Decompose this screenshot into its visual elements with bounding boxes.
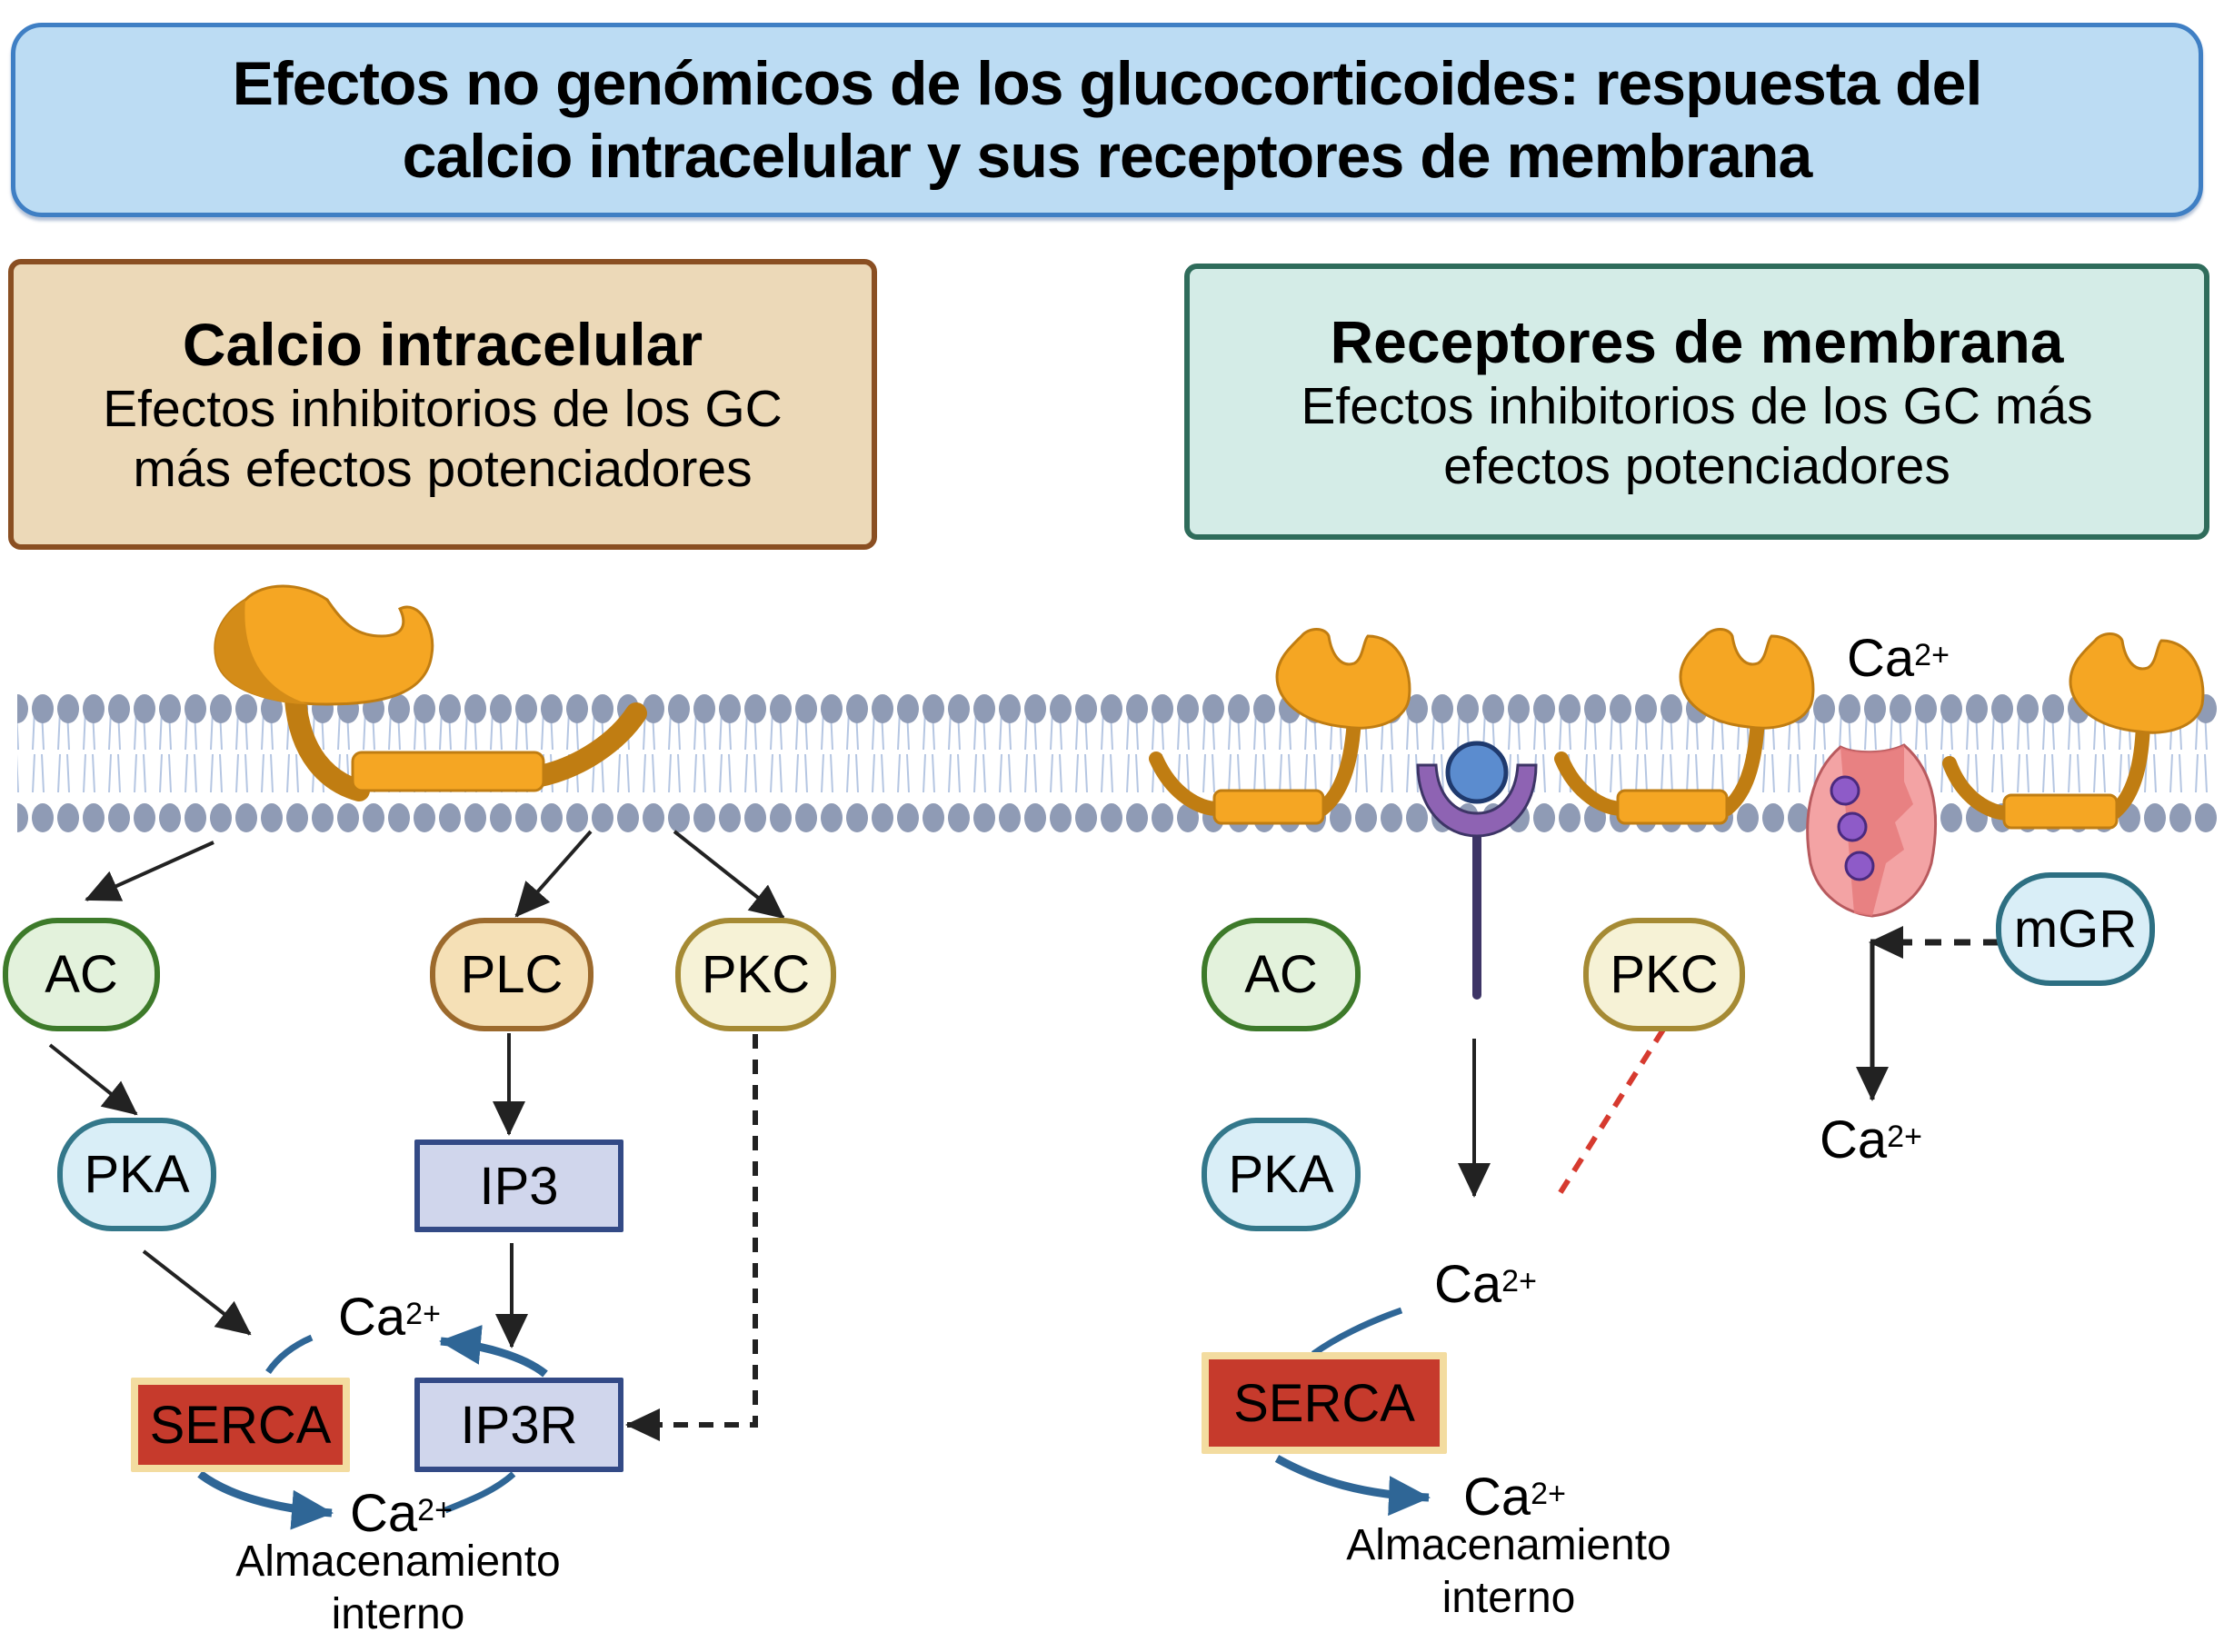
node-pka-right: PKA bbox=[1202, 1118, 1361, 1231]
panel-left-title: Calcio intracelular bbox=[182, 311, 703, 378]
title-line-1: Efectos no genómicos de los glucocortico… bbox=[232, 49, 1983, 118]
membrane-receptor-icon-2 bbox=[1554, 628, 1815, 825]
title-banner: Efectos no genómicos de los glucocortico… bbox=[11, 23, 2203, 217]
glucocorticoid-receptor-icon bbox=[214, 584, 647, 801]
node-ac-left: AC bbox=[3, 918, 160, 1031]
ligand-receptor-icon bbox=[1416, 741, 1538, 1000]
internal-store-label-right: Almacenamiento interno bbox=[1346, 1521, 1671, 1622]
node-ip3: IP3 bbox=[414, 1139, 623, 1232]
calcium-channel-icon bbox=[1806, 743, 1938, 918]
flow-ip3r-to-cytosol bbox=[439, 1324, 548, 1378]
calcium-cytosol-right: Ca2+ bbox=[1434, 1255, 1537, 1314]
node-ac-right: AC bbox=[1202, 918, 1361, 1031]
node-pkc-right: PKC bbox=[1583, 918, 1745, 1031]
flow-store-to-ip3r bbox=[444, 1471, 516, 1514]
flow-serca-to-store bbox=[197, 1470, 334, 1530]
calcium-store-right: Ca2+ bbox=[1463, 1468, 1566, 1527]
arrow-membrane-to-pkc bbox=[673, 830, 785, 920]
node-plc: PLC bbox=[430, 918, 593, 1031]
node-serca-left: SERCA bbox=[131, 1378, 350, 1472]
calcium-channel-output: Ca2+ bbox=[1820, 1110, 1922, 1169]
panel-right-subtitle-2: efectos potenciadores bbox=[1443, 437, 1950, 495]
flow-cytosol-to-serca-right bbox=[1311, 1307, 1403, 1357]
calcium-cytosol-left: Ca2+ bbox=[338, 1288, 441, 1347]
dashed-arrow-pkc-to-ip3r bbox=[625, 1034, 758, 1441]
flow-serca-to-store-right bbox=[1274, 1455, 1431, 1517]
panel-intracellular-calcium: Calcio intracelular Efectos inhibitorios… bbox=[8, 259, 877, 550]
node-serca-right: SERCA bbox=[1202, 1352, 1447, 1454]
arrow-pka-to-serca bbox=[142, 1249, 252, 1336]
arrow-membrane-to-plc bbox=[514, 830, 593, 918]
flow-cytosol-to-serca bbox=[265, 1334, 314, 1375]
node-pka-left: PKA bbox=[57, 1118, 216, 1231]
calcium-extracellular: Ca2+ bbox=[1847, 629, 1950, 688]
panel-left-subtitle-2: más efectos potenciadores bbox=[133, 440, 753, 498]
panel-right-title: Receptores de membrana bbox=[1330, 308, 2064, 375]
inhibit-pkc-to-calcium bbox=[1553, 1028, 1666, 1201]
panel-membrane-receptors: Receptores de membrana Efectos inhibitor… bbox=[1184, 264, 2209, 540]
node-ip3r: IP3R bbox=[414, 1378, 623, 1472]
internal-store-label-left: Almacenamiento interno bbox=[235, 1538, 561, 1638]
calcium-store-left: Ca2+ bbox=[350, 1484, 453, 1543]
right-arrows bbox=[1274, 926, 2000, 1517]
panel-left-subtitle-1: Efectos inhibitorios de los GC bbox=[103, 380, 783, 438]
title-line-2: calcio intracelular y sus receptores de … bbox=[402, 122, 1813, 191]
panel-right-subtitle-1: Efectos inhibitorios de los GC más bbox=[1301, 377, 2093, 435]
membrane-receptor-icon-3 bbox=[1942, 632, 2205, 830]
node-pkc-left: PKC bbox=[675, 918, 836, 1031]
membrane-receptor-icon-1 bbox=[1149, 628, 1411, 825]
arrow-ac-to-pka bbox=[48, 1043, 138, 1116]
left-arrows bbox=[48, 830, 785, 1530]
node-mgr: mGR bbox=[1996, 872, 2155, 986]
arrow-membrane-to-ac bbox=[85, 841, 214, 901]
